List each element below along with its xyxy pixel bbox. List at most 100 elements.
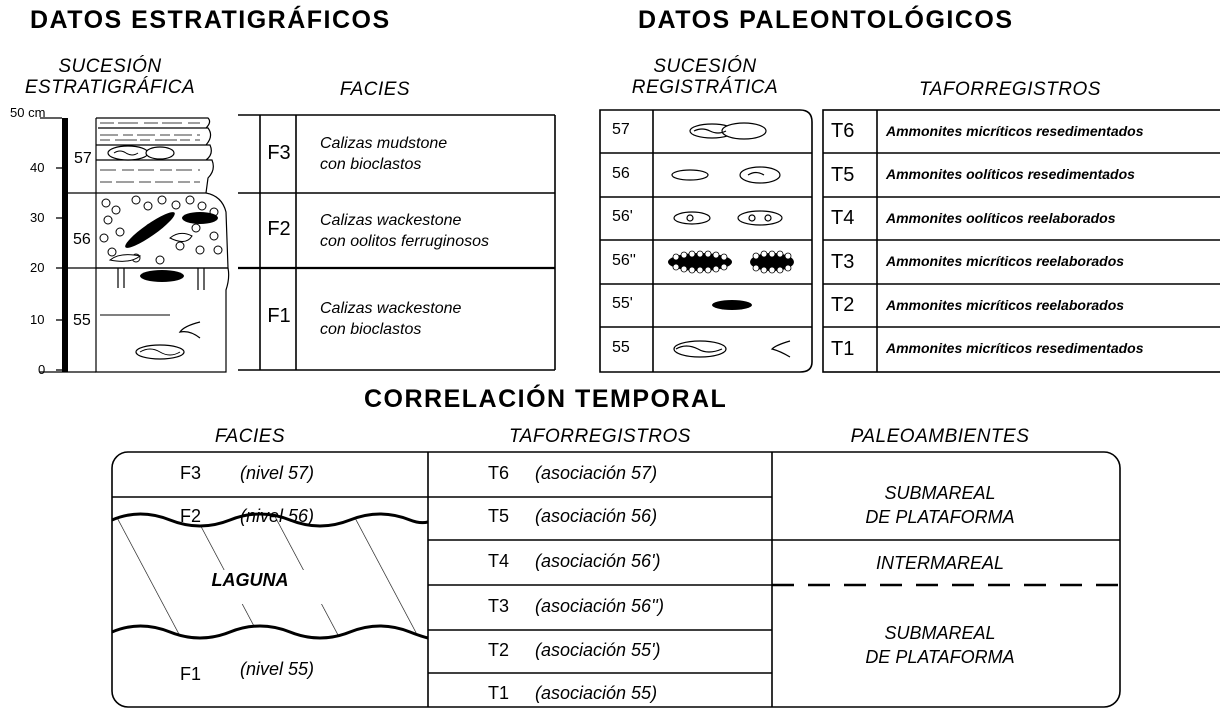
- assoc-label: 55: [612, 339, 630, 356]
- taf-table: [822, 109, 1220, 373]
- corr-taf-code: T5: [488, 506, 510, 526]
- corr-facies-code: F1: [180, 664, 202, 684]
- corr-taf-assoc: (asociación 55'): [535, 640, 661, 660]
- registratic-table: [599, 109, 813, 373]
- oolitic-ammonite-icon: [673, 210, 783, 226]
- corr-taf-assoc: (asociación 57): [535, 463, 658, 483]
- ammonite-icon: [673, 340, 791, 358]
- ammonite-icon: [107, 145, 175, 161]
- facies-description: Calizas wackestone con bioclastos: [320, 298, 461, 340]
- taf-code: T1: [831, 338, 855, 360]
- corr-table: [111, 451, 1121, 708]
- scale-tick-label: 50 cm: [10, 105, 46, 120]
- paleo-column-header-line2: REGISTRÁTICA: [631, 77, 779, 98]
- facies-description-line: con bioclastos: [320, 156, 422, 173]
- facies-description: Calizas wackestone con oolitos ferrugino…: [320, 210, 489, 252]
- ooid-ammonite-icon: [108, 212, 218, 262]
- corr-taf-assoc: (asociación 56): [535, 506, 658, 526]
- strat-column-header: SUCESIÓN ESTRATIGRÁFICA: [0, 56, 220, 98]
- paleo-column-header: SUCESIÓN REGISTRÁTICA: [600, 56, 810, 98]
- paleo-column-header-line1: SUCESIÓN: [653, 56, 757, 77]
- taf-description: Ammonites oolíticos resedimentados: [886, 166, 1135, 182]
- level-label: 57: [74, 150, 92, 167]
- assoc-label: 57: [612, 121, 630, 138]
- bed-56-outline: [95, 192, 229, 269]
- corr-taf-header: TAFORREGISTROS: [509, 426, 691, 447]
- taf-code: T2: [831, 294, 855, 316]
- corr-heading: CORRELACIÓN TEMPORAL: [364, 385, 728, 413]
- laguna-label: LAGUNA: [211, 570, 289, 590]
- corr-taf-code: T3: [488, 596, 510, 616]
- taf-code: T4: [831, 207, 855, 229]
- facies-code: F2: [267, 218, 291, 240]
- level-label: 56: [73, 231, 91, 248]
- facies-description-line: con bioclastos: [320, 321, 422, 338]
- taf-description: Ammonites micríticos reelaborados: [886, 253, 1125, 269]
- scale-tick-label: 10: [30, 312, 45, 327]
- corr-taf-assoc: (asociación 55): [535, 683, 658, 703]
- facies-description-line: Calizas wackestone: [320, 300, 462, 317]
- burrow: [117, 268, 205, 290]
- level-label: 55: [73, 312, 91, 329]
- strat-heading: DATOS ESTRATIGRÁFICOS: [30, 6, 391, 34]
- ammonite-icon: [689, 122, 767, 140]
- paleo-taf-header: TAFORREGISTROS: [919, 79, 1101, 100]
- paleo-heading: DATOS PALEONTOLÓGICOS: [638, 6, 1014, 34]
- assoc-label: 55': [612, 295, 633, 312]
- env-upper: SUBMAREAL DE PLATAFORMA: [790, 481, 1090, 529]
- corr-taf-code: T2: [488, 640, 510, 660]
- corr-facies-nivel: (nivel 56): [240, 506, 315, 526]
- corr-taf-code: T4: [488, 551, 510, 571]
- taf-description: Ammonites micríticos resedimentados: [886, 123, 1144, 139]
- black-ammonite-icon: [712, 300, 752, 310]
- corr-facies-nivel: (nivel 57): [240, 463, 315, 483]
- strat-column-header-line2: ESTRATIGRÁFICA: [24, 77, 196, 98]
- ammonite-icon: [135, 344, 185, 360]
- scale-tick-label: 40: [30, 160, 45, 175]
- taf-code: T3: [831, 251, 855, 273]
- bed-57-outline: [95, 117, 214, 194]
- env-middle: INTERMAREAL: [875, 553, 1005, 573]
- corr-taf-code: T6: [488, 463, 510, 483]
- ooid-encrusted-ammonite-icon: [668, 250, 794, 274]
- scale-bar: [62, 118, 68, 372]
- env-lower: SUBMAREAL DE PLATAFORMA: [790, 621, 1090, 669]
- ammonite-icon: [671, 166, 781, 184]
- corr-taf-code: T1: [488, 683, 510, 703]
- bed-55-outline: [95, 267, 230, 373]
- scale-tick-label: 30: [30, 210, 45, 225]
- facies-description-line: Calizas mudstone: [320, 135, 448, 152]
- assoc-label: 56'': [612, 252, 636, 269]
- env-upper-line: DE PLATAFORMA: [865, 507, 1015, 527]
- strat-facies-header: FACIES: [339, 79, 411, 100]
- env-upper-line: SUBMAREAL: [884, 483, 996, 503]
- strat-column: [40, 117, 230, 373]
- corr-facies-header: FACIES: [214, 426, 286, 447]
- facies-description-line: Calizas wackestone: [320, 212, 462, 229]
- env-lower-line: DE PLATAFORMA: [865, 647, 1015, 667]
- corr-taf-assoc: (asociación 56'): [535, 551, 661, 571]
- taf-description: Ammonites micríticos reelaborados: [886, 297, 1125, 313]
- taf-code: T6: [831, 120, 855, 142]
- scale-tick-label: 0: [38, 362, 46, 377]
- assoc-label: 56': [612, 208, 633, 225]
- corr-paleo-header: PALEOAMBIENTES: [850, 426, 1030, 447]
- corr-taf-assoc: (asociación 56''): [535, 596, 664, 616]
- taf-code: T5: [831, 164, 855, 186]
- oolitic-fill: [99, 195, 223, 265]
- taf-description: Ammonites micríticos resedimentados: [886, 340, 1144, 356]
- corr-facies-nivel: (nivel 55): [240, 659, 315, 679]
- facies-code: F3: [267, 142, 291, 164]
- black-ammonite-icon: [140, 270, 184, 282]
- env-lower-line: SUBMAREAL: [884, 623, 996, 643]
- ammonite-icon: [178, 321, 201, 339]
- corr-facies-code: F2: [180, 506, 202, 526]
- scale-tick-label: 20: [30, 260, 45, 275]
- facies-code: F1: [267, 305, 291, 327]
- facies-description: Calizas mudstone con bioclastos: [320, 133, 447, 175]
- strat-column-header-line1: SUCESIÓN: [58, 56, 162, 77]
- corr-facies-code: F3: [180, 463, 202, 483]
- assoc-label: 56: [612, 165, 630, 182]
- taf-description: Ammonites oolíticos reelaborados: [886, 210, 1116, 226]
